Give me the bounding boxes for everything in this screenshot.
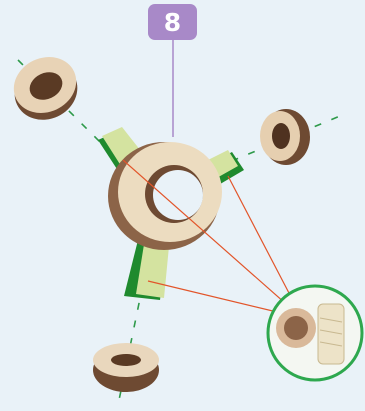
three-arm-hub	[98, 127, 244, 300]
washer-bottom	[93, 343, 159, 392]
washer-right	[260, 109, 310, 165]
screw-detail-callout	[268, 286, 362, 380]
washer-top-left	[5, 47, 87, 130]
